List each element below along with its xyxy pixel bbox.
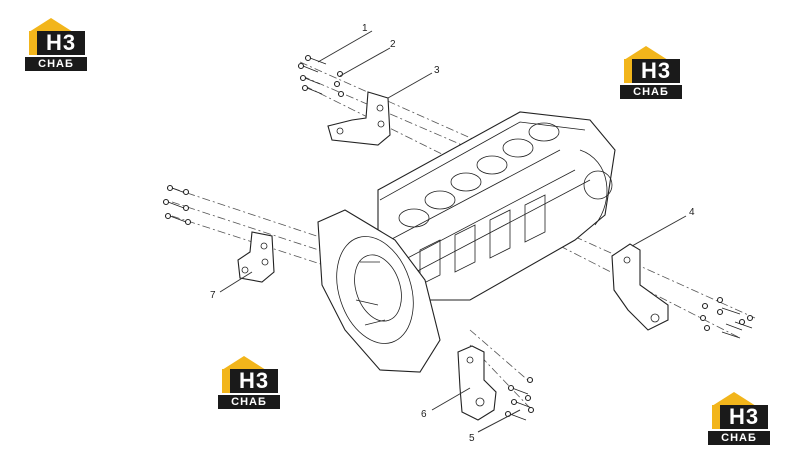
callout-7: 7: [210, 290, 216, 301]
bolt-set-left: [162, 184, 192, 226]
brand-logo-watermark: H3 CHAБ: [25, 18, 87, 74]
callout-5: 5: [469, 433, 475, 444]
callout-4: 4: [689, 207, 695, 218]
bracket-7: [237, 231, 275, 283]
brand-logo-word: CHAБ: [25, 57, 87, 71]
bolt-set-bottom: [504, 376, 535, 421]
brand-logo-word: CHAБ: [708, 431, 770, 445]
brand-logo-word: CHAБ: [620, 85, 682, 99]
brand-logo-mark: H3: [720, 405, 768, 429]
callout-labels: 1 2 3 4 5 6 7: [210, 23, 695, 444]
bolt-set-top: [297, 54, 345, 98]
brand-logo-watermark: H3 CHAБ: [708, 392, 770, 448]
bracket-4: [611, 243, 669, 331]
flywheel-housing: [317, 209, 441, 373]
bracket-3: [327, 91, 391, 146]
brand-logo-mark: H3: [230, 369, 278, 393]
callout-2: 2: [390, 39, 396, 50]
callout-3: 3: [434, 65, 440, 76]
callout-1: 1: [362, 23, 368, 34]
bolt-set-right: [699, 296, 754, 339]
brand-logo-watermark: H3 CHAБ: [620, 46, 682, 102]
bracket-6: [457, 345, 497, 421]
leader-lines: [219, 30, 687, 433]
engine-block: [377, 111, 616, 301]
brand-logo-watermark: H3 CHAБ: [218, 356, 280, 412]
callout-6: 6: [421, 409, 427, 420]
brand-logo-mark: H3: [632, 59, 680, 83]
brand-logo-mark: H3: [37, 31, 85, 55]
brand-logo-word: CHAБ: [218, 395, 280, 409]
